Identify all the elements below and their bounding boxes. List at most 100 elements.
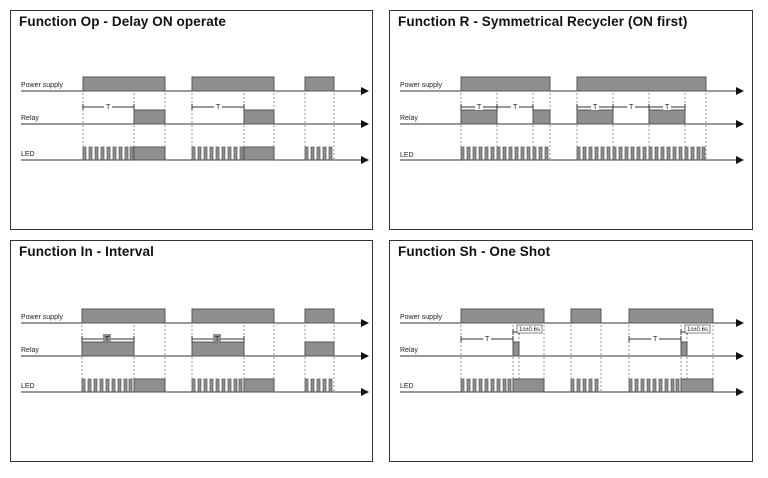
led-on-block xyxy=(243,146,275,161)
label-power-supply: Power supply xyxy=(400,82,443,89)
power-on-block xyxy=(304,76,335,92)
relay-on-block xyxy=(304,341,335,357)
led-blink-group xyxy=(304,146,333,161)
t-label-bg xyxy=(591,102,599,110)
arrow-power xyxy=(361,319,369,327)
power-on-block xyxy=(191,76,275,92)
label-power-supply: Power supply xyxy=(21,82,64,89)
arrow-power xyxy=(361,87,369,95)
timing-diagram-r: Power supply Relay LED T xyxy=(400,76,744,164)
arrow-relay xyxy=(736,120,744,128)
label-led: LED xyxy=(400,383,414,390)
relay-on-block xyxy=(243,109,275,125)
panel-function-sh: Function Sh - One Shot Power supply Rela… xyxy=(389,240,753,462)
led-on-block xyxy=(680,378,714,393)
arrow-led xyxy=(736,388,744,396)
power-on-block xyxy=(570,308,602,324)
led-blink-group xyxy=(304,378,333,393)
t-label-bg xyxy=(104,102,112,110)
t-label: T xyxy=(477,104,482,111)
panel-function-op: Function Op - Delay ON operate Power sup… xyxy=(10,10,373,230)
t-label: T xyxy=(105,336,110,343)
power-on-block xyxy=(81,308,166,324)
arrow-led xyxy=(361,388,369,396)
t-label: T xyxy=(106,104,111,111)
led-on-block xyxy=(243,378,275,393)
t-bracket-group xyxy=(460,104,686,110)
shot-duration-box xyxy=(516,324,543,334)
power-on-block xyxy=(460,308,545,324)
relay-on-block xyxy=(133,109,166,125)
label-relay: Relay xyxy=(400,115,418,122)
relay-pulse xyxy=(512,341,520,357)
led-on-block xyxy=(133,146,166,161)
arrow-power xyxy=(736,319,744,327)
t-label: T xyxy=(593,104,598,111)
shot-duration-label: 1s±0.6s xyxy=(519,327,540,333)
led-blink-group xyxy=(191,146,244,161)
relay-pulse xyxy=(680,341,688,357)
power-on-block xyxy=(191,308,275,324)
relay-on-block xyxy=(576,109,614,125)
panel-title: Function Op - Delay ON operate xyxy=(19,14,227,29)
led-on-block xyxy=(512,378,545,393)
power-on-block xyxy=(576,76,707,92)
label-relay: Relay xyxy=(400,347,418,354)
shot-duration-label: 1s±0.6s xyxy=(687,327,708,333)
timing-diagram-sh: Power supply Relay LED xyxy=(400,308,744,396)
t-label-bg xyxy=(475,102,483,110)
t-label-bg xyxy=(213,334,221,342)
power-on-block xyxy=(82,76,166,92)
led-blink-group xyxy=(81,378,133,393)
label-led: LED xyxy=(400,152,414,159)
power-on-block xyxy=(628,308,714,324)
panel-function-r: Function R - Symmetrical Recycler (ON fi… xyxy=(389,10,753,230)
t-label-bg xyxy=(511,102,519,110)
power-on-block xyxy=(304,308,335,324)
led-blink-group xyxy=(570,378,680,393)
t-label: T xyxy=(665,104,670,111)
t-label-bg xyxy=(627,102,635,110)
panel-title: Function Sh - One Shot xyxy=(398,244,551,259)
t-label: T xyxy=(629,104,634,111)
arrow-relay xyxy=(361,120,369,128)
led-on-block xyxy=(133,378,166,393)
t-label: T xyxy=(513,104,518,111)
panel-function-in: Function In - Interval Power supply Rela… xyxy=(10,240,373,462)
relay-on-block xyxy=(81,341,135,357)
t-label: T xyxy=(215,336,220,343)
t-label: T xyxy=(485,336,490,343)
relay-on-block xyxy=(460,109,498,125)
t-label: T xyxy=(653,336,658,343)
timing-diagram-op: Power supply Relay LED T T xyxy=(21,76,369,164)
power-on-block xyxy=(460,76,551,92)
arrow-relay xyxy=(736,352,744,360)
relay-on-block xyxy=(191,341,245,357)
led-blink-group xyxy=(82,146,134,161)
timing-diagram-in: Power supply Relay LED T T xyxy=(21,308,369,396)
label-relay: Relay xyxy=(21,115,39,122)
relay-on-block xyxy=(648,109,686,125)
led-blink-group xyxy=(460,378,512,393)
arrow-led xyxy=(361,156,369,164)
led-blink-group xyxy=(191,378,243,393)
arrow-relay xyxy=(361,352,369,360)
t-label: T xyxy=(216,104,221,111)
shot-duration-box xyxy=(684,324,711,334)
panel-title: Function R - Symmetrical Recycler (ON fi… xyxy=(398,14,688,29)
t-label-bg xyxy=(663,102,671,110)
label-led: LED xyxy=(21,151,35,158)
led-blink-group xyxy=(460,146,706,161)
label-power-supply: Power supply xyxy=(400,314,443,321)
arrow-led xyxy=(736,156,744,164)
label-power-supply: Power supply xyxy=(21,314,64,321)
label-relay: Relay xyxy=(21,347,39,354)
t-label-bg xyxy=(651,334,659,342)
panel-title: Function In - Interval xyxy=(19,244,154,259)
relay-on-block xyxy=(532,109,551,125)
t-label-bg xyxy=(103,334,111,342)
t-label-bg xyxy=(483,334,491,342)
arrow-power xyxy=(736,87,744,95)
t-label-bg xyxy=(214,102,222,110)
label-led: LED xyxy=(21,383,35,390)
